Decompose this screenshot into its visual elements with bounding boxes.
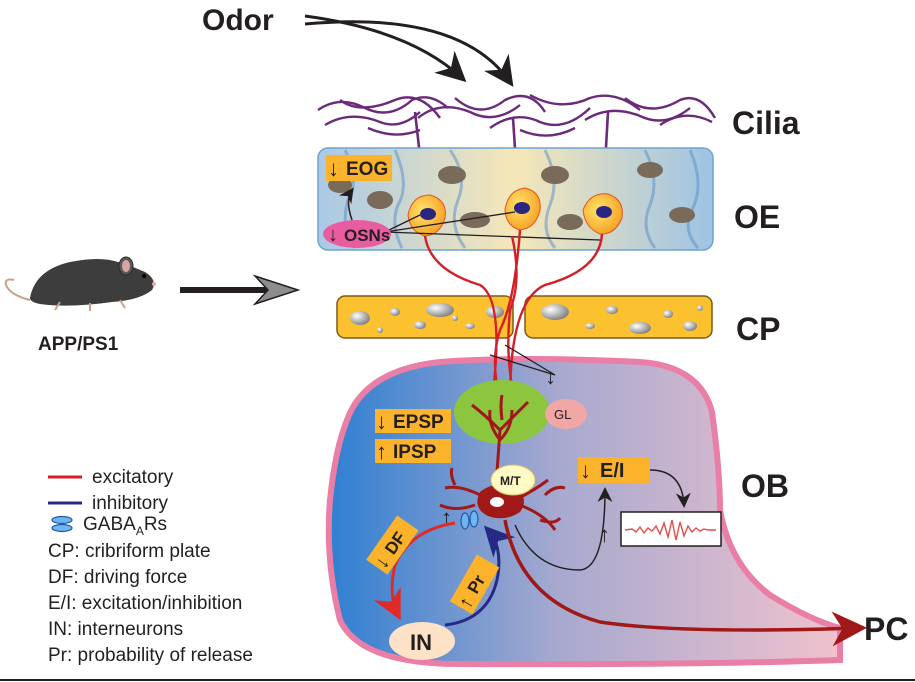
legend-gaba-icon [51, 515, 73, 533]
osns-oval [323, 220, 391, 248]
ei-label: E/I [600, 460, 624, 482]
pr-badge [449, 554, 500, 615]
legend-gaba-label: GABAARs [83, 514, 167, 538]
activity-trace [624, 519, 716, 541]
pc-label: PC [864, 611, 908, 647]
gl-oval [545, 399, 587, 429]
pr-badge-group: ↑ Pr [449, 554, 500, 615]
mouse-label: APP/PS1 [38, 334, 119, 355]
legend: excitatory inhibitory GABAARs CP: cribri… [48, 467, 253, 666]
cp-pores [350, 303, 703, 334]
legend-excitatory-label: excitatory [92, 467, 174, 488]
ei-to-trace-arrow [649, 469, 691, 508]
cilia-strands [317, 93, 717, 137]
ipsp-badge [375, 439, 451, 463]
osn-cells [407, 187, 623, 237]
ipsp-up-arrow: ↑ [376, 439, 387, 464]
inhibitory-feedback-arrow [444, 525, 516, 627]
eog-label: EOG [346, 159, 388, 180]
epsp-down-arrow: ↓ [376, 409, 387, 434]
osn-pointer-lines [384, 211, 601, 241]
legend-pr: Pr: probability of release [48, 645, 253, 666]
legend-inhibitory-label: inhibitory [92, 493, 169, 514]
mt-to-pc-axon [503, 519, 867, 647]
osn-axons [423, 229, 604, 401]
odor-arrow-2 [304, 20, 514, 87]
mouse-to-oe-arrow-head [252, 274, 301, 306]
in-label: IN [410, 630, 432, 655]
ipsp-label: IPSP [393, 442, 437, 463]
mt-to-ei-arrow [514, 487, 613, 571]
osn-to-eog-arrow [338, 187, 354, 221]
axon-convergence-lines [489, 344, 556, 376]
osns-down-arrow: ↓ [328, 224, 338, 246]
ei-badge [578, 457, 650, 483]
ei-down-arrow: ↓ [580, 458, 591, 483]
osn-cell-3 [582, 193, 623, 235]
epsp-label: EPSP [393, 412, 444, 433]
df-badge [366, 515, 419, 575]
cp-label: CP [736, 311, 780, 347]
epsp-badge [375, 409, 451, 433]
legend-cp: CP: cribriform plate [48, 541, 211, 562]
cribriform-plate-right [524, 295, 713, 339]
osns-label: OSNs [344, 226, 390, 245]
gaba-up-arrow: ↑ [441, 505, 452, 530]
gaba-a-receptors [460, 510, 479, 530]
gl-label: GL [554, 407, 571, 422]
osn-cell-2 [504, 187, 541, 231]
osn-cell-1 [407, 194, 446, 237]
excitatory-feedback-arrow [373, 521, 456, 621]
eog-badge [326, 155, 392, 181]
interneuron-oval [389, 622, 455, 660]
mt-label: M/T [500, 474, 521, 488]
olfactory-bulb [325, 356, 843, 668]
odor-label: Odor [202, 4, 274, 37]
trace-up-arrow: ↑ [599, 522, 610, 547]
mt-oval [490, 464, 536, 496]
ob-label: OB [741, 468, 789, 504]
legend-df: DF: driving force [48, 567, 187, 588]
mitral-cell-nucleus [490, 497, 504, 507]
cilia-label: Cilia [732, 105, 800, 141]
odor-arrow-1 [304, 14, 467, 83]
oe-label: OE [734, 199, 780, 235]
legend-in: IN: interneurons [48, 619, 183, 640]
mouse-illustration [4, 256, 156, 311]
gl-down-arrow: ↓ [545, 364, 556, 389]
eog-down-arrow: ↓ [328, 156, 339, 181]
legend-ei: E/I: excitation/inhibition [48, 593, 242, 614]
